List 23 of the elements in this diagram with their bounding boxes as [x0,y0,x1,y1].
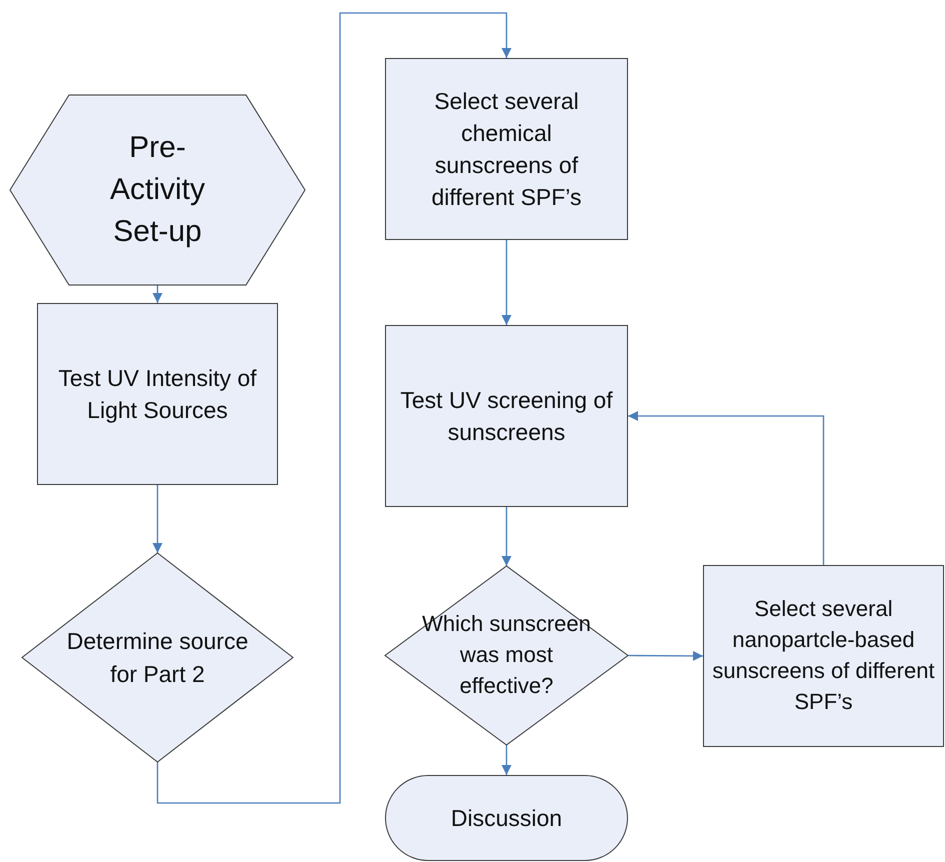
node-text: Discussion [450,804,562,833]
node-text: Select several chemical sunscreens of different SPF’s [430,86,582,212]
arrow [502,507,512,566]
arrow [152,485,162,553]
node-text: Select several nanopartcle-based sunscreens of different SPF’s [711,595,936,716]
arrow [628,411,824,565]
process-box [703,565,944,747]
arrow [628,650,703,661]
arrow [502,240,512,325]
node-text: Determine source for Part 2 [66,627,250,688]
node-text: Pre-Activity Set-up [108,130,206,250]
process-box [37,303,278,485]
node-text: Test UV Intensity of Light Sources [57,364,258,425]
process-box [385,58,628,240]
decision-diamond [385,566,628,745]
process-box [385,325,628,507]
node-text: Test UV screening of sunscreens [399,386,614,447]
arrow [502,745,512,775]
arrow [152,285,162,303]
decision-diamond [22,553,293,762]
node-text: Which sunscreen was most effective? [421,610,592,700]
preparation-hexagon [10,95,305,285]
arrow [156,12,512,804]
